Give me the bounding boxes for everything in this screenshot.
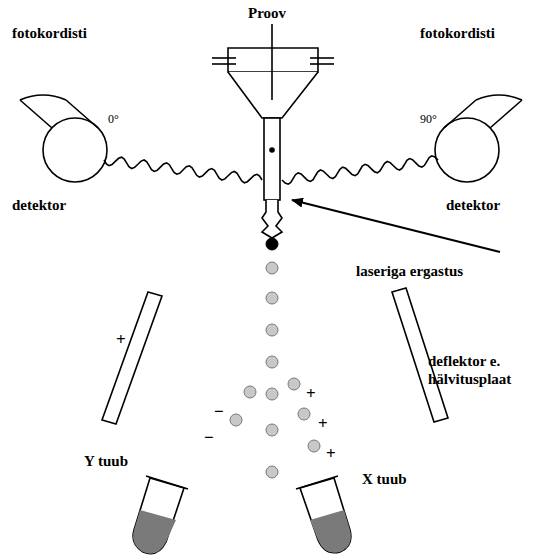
scatter-wave-left [104, 157, 262, 183]
nozzle-tube [264, 118, 280, 200]
charge-sign: − [204, 428, 214, 448]
droplets [230, 238, 320, 478]
flow-chamber-cone [228, 72, 318, 118]
scatter-wave-right [282, 156, 438, 184]
tube-label: X tuub [362, 470, 407, 488]
angle-label: 0° [108, 112, 119, 126]
deflector-label: deflektor e. hälvitusplaat [428, 352, 538, 388]
tube-label: Y tuub [84, 452, 128, 470]
tube-y [133, 476, 188, 554]
angle-label: 90° [420, 112, 437, 126]
laser-label: laseriga ergastus [356, 262, 463, 280]
sample-inlet [271, 24, 273, 48]
charge-sign: − [214, 402, 224, 422]
deflector-plate-left [102, 292, 162, 424]
photomultiplier-label: fotokordisti [420, 24, 495, 42]
detector-label: detektor [12, 196, 66, 214]
charge-sign: + [326, 444, 336, 464]
nozzle-tip [262, 200, 282, 238]
charge-sign: + [116, 330, 126, 350]
photomultiplier-label: fotokordisti [12, 24, 87, 42]
charge-sign: + [306, 384, 316, 404]
charge-sign: + [318, 414, 328, 434]
flow-chamber-top [228, 48, 318, 72]
sample-label: Proov [248, 4, 286, 22]
tube-x [296, 476, 351, 553]
detector-label: detektor [446, 196, 500, 214]
